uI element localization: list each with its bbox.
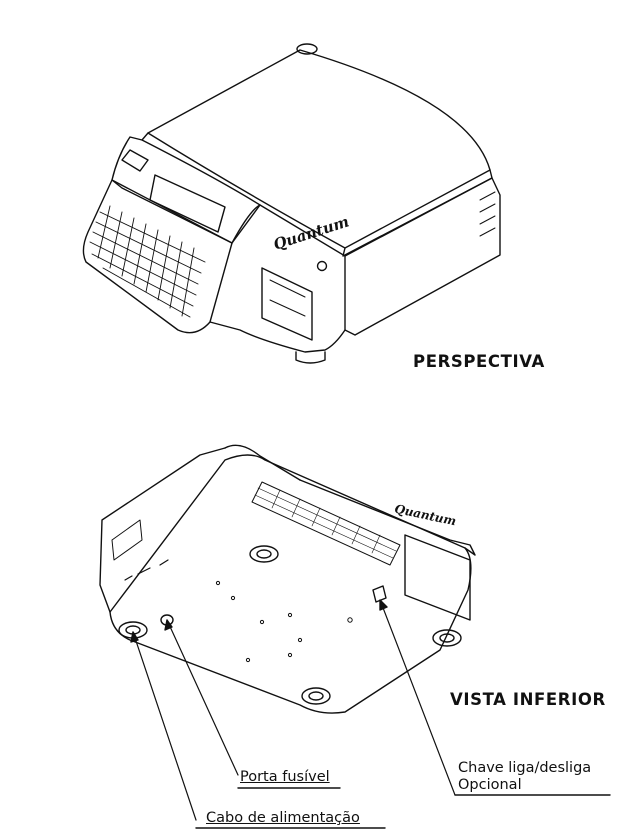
scale-perspective-drawing bbox=[82, 43, 501, 364]
callout-switch-line2: Opcional bbox=[458, 777, 522, 793]
display-window bbox=[149, 174, 226, 233]
keypad-keys bbox=[89, 205, 206, 318]
rear-display bbox=[299, 479, 476, 556]
base-plate bbox=[109, 454, 472, 714]
power-indicator bbox=[316, 260, 328, 272]
printer-slot bbox=[261, 267, 313, 341]
platter-knob bbox=[296, 43, 318, 55]
keypad-panel bbox=[82, 179, 233, 334]
foot-bottom bbox=[301, 687, 331, 705]
leader-switch bbox=[379, 599, 456, 796]
platter-top bbox=[147, 49, 491, 249]
perspective-title: PERSPECTIVA bbox=[413, 352, 545, 371]
callout-switch-line1: Chave liga/desliga bbox=[458, 760, 592, 776]
power-switch bbox=[372, 585, 387, 603]
display-panel bbox=[111, 136, 261, 244]
scale-bottom-drawing bbox=[99, 444, 611, 829]
foot-right bbox=[432, 629, 462, 647]
callout-fuse-port: Porta fusível bbox=[240, 769, 330, 785]
front-foot bbox=[295, 351, 326, 364]
printer-box bbox=[404, 534, 471, 621]
rear-body bbox=[99, 447, 226, 613]
vent-grid bbox=[251, 481, 401, 566]
foot-top bbox=[249, 545, 279, 563]
callout-power-cable: Cabo de alimentação bbox=[206, 810, 360, 826]
body-front bbox=[209, 204, 346, 353]
body-side bbox=[344, 177, 501, 336]
leader-fuse bbox=[166, 619, 239, 776]
leader-cable bbox=[132, 631, 197, 821]
bottom-view-title: VISTA INFERIOR bbox=[450, 690, 606, 709]
